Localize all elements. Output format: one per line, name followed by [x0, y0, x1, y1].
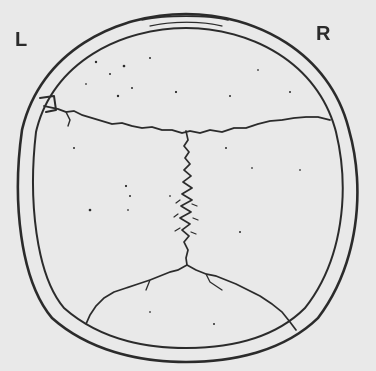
lambdoid-suture-right — [187, 265, 296, 330]
outer-table-outline — [18, 14, 357, 362]
lambdoid-suture-left — [86, 265, 187, 324]
sagittal-suture-teeth — [174, 200, 198, 234]
coronal-suture — [44, 106, 330, 133]
sagittal-suture — [180, 131, 192, 265]
inner-table-outline — [33, 28, 343, 348]
coronal-suture-branch — [66, 112, 70, 126]
frontal-ridge-detail-inner — [150, 22, 222, 26]
